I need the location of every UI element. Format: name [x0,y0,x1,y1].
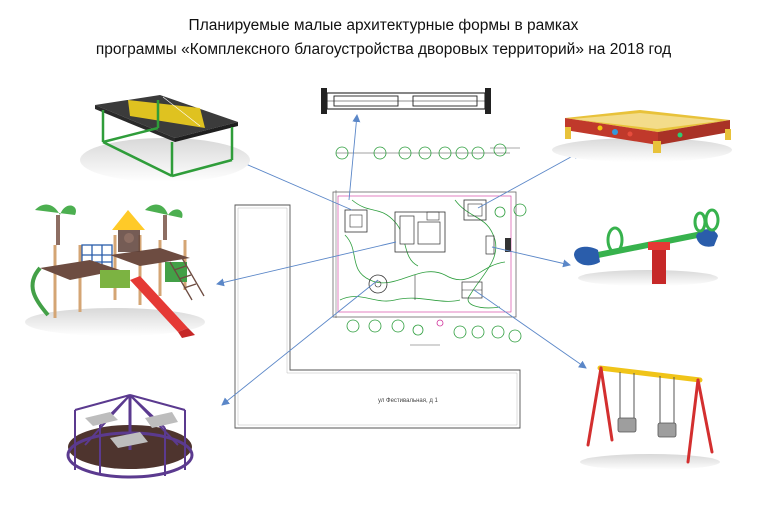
arrow-to-playground [216,241,397,287]
plan-slide [426,211,440,221]
plan-tennis-table [349,214,363,228]
plan-playground-tower-1 [399,215,415,245]
arrow-to-seesaw [491,246,571,268]
page-title-line-1: Планируемые малые архитектурные формы в … [188,17,579,34]
yard-boundary-magenta [337,195,512,313]
carousel-icon [66,394,194,479]
playground-icon [25,204,205,338]
arrows [216,114,587,406]
plan-seesaw [485,235,495,255]
swing-icon [580,365,720,470]
street-label: ул Фестивальная, д 1 [378,398,439,404]
arrow-to-tennis-table [231,157,353,211]
yard-frame [332,191,517,318]
arrow-to-carousel [221,279,379,406]
plan-tennis-area [344,209,368,233]
plan-sandbox-inner [467,203,483,217]
seesaw-icon [574,208,720,286]
plan-tree-row-bottom [346,319,522,343]
building-outline [234,204,521,429]
building-inner-outline [237,207,518,426]
plan-playground-area [394,211,446,253]
bench-icon [321,88,491,114]
plan-carousel-hub [374,280,382,288]
plan-tree-row-top [335,143,527,218]
arrow-to-bench [348,114,361,201]
plan-carousel [368,274,388,294]
sandbox-icon [552,110,732,162]
plan-sandbox [463,199,487,221]
plan-bench-right [505,238,511,252]
garden-path-1 [344,234,506,284]
arrow-to-sandbox [477,151,581,209]
plan-playground-tower-2 [417,221,441,245]
arrow-to-swing [473,289,587,369]
page-title-line-2: программы «Комплексного благоустройства … [95,41,672,58]
plan-marker-circle [436,319,444,327]
table-tennis-icon [80,95,250,182]
garden-path-4 [339,296,461,302]
site-plan: ул Фестивальная, д 1 [234,143,527,429]
garden-path-3 [454,199,501,309]
